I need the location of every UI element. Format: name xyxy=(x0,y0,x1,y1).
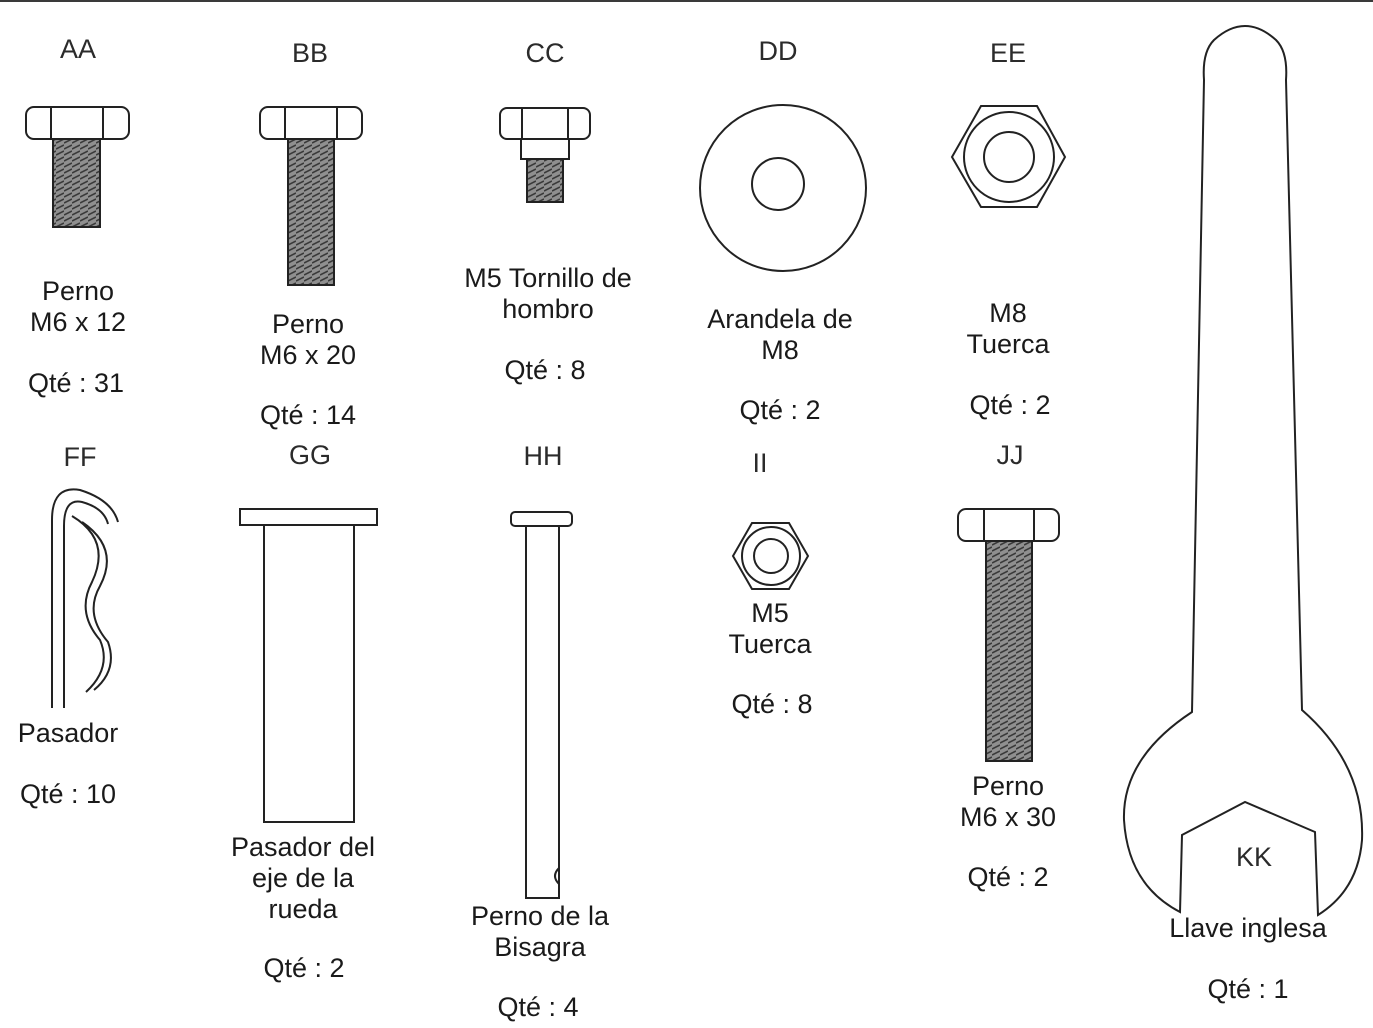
part-name-line: M6 x 20 xyxy=(259,340,357,370)
part-name-line: M8 xyxy=(989,298,1027,328)
hex-bolt-short-icon xyxy=(26,107,129,227)
part-name-line: Tuerca xyxy=(966,329,1050,359)
hex-bolt-long-icon xyxy=(958,509,1059,761)
part-name-kk: Llave inglesa xyxy=(1158,913,1338,944)
part-qty-hh: Qté : 4 xyxy=(497,992,579,1022)
hex-nut-m5-icon xyxy=(733,523,808,589)
part-name-line: Pasador del xyxy=(230,832,376,862)
hairpin-cotter-pin-icon xyxy=(52,489,118,708)
part-name-gg: Pasador del eje de la rueda xyxy=(223,832,383,925)
part-name-line: Llave inglesa xyxy=(1169,913,1327,943)
part-qty-aa: Qté : 31 xyxy=(27,368,125,398)
part-name-jj: Perno M6 x 30 xyxy=(938,771,1078,833)
open-end-wrench-icon xyxy=(1124,26,1362,915)
part-qty-gg: Qté : 2 xyxy=(263,953,345,983)
top-divider xyxy=(0,0,1373,2)
part-name-line: eje de la xyxy=(251,863,355,893)
part-qty-bb: Qté : 14 xyxy=(259,400,357,430)
part-name-line: M6 x 12 xyxy=(29,307,127,337)
part-name-hh: Perno de la Bisagra xyxy=(455,901,625,963)
part-code-kk: KK xyxy=(1235,842,1273,872)
shoulder-screw-icon xyxy=(500,108,590,202)
axle-pin-icon xyxy=(240,509,377,822)
part-name-line: M6 x 30 xyxy=(959,802,1057,832)
part-name-line: M5 Tornillo de xyxy=(464,263,632,293)
part-name-line: Perno xyxy=(271,309,345,339)
part-name-line: Bisagra xyxy=(494,932,586,962)
part-code-ii: II xyxy=(752,448,768,478)
part-name-line: hombro xyxy=(502,294,594,324)
part-code-jj: JJ xyxy=(996,440,1024,470)
part-code-cc: CC xyxy=(525,38,565,68)
part-name-dd: Arandela de M8 xyxy=(690,304,870,366)
part-code-aa: AA xyxy=(59,34,97,64)
part-qty-ff: Qté : 10 xyxy=(19,779,117,809)
part-name-line: Perno de la xyxy=(470,901,610,931)
part-qty-cc: Qté : 8 xyxy=(504,355,586,385)
washer-icon xyxy=(700,105,866,271)
part-qty-ii: Qté : 8 xyxy=(731,689,813,719)
part-name-line: M5 xyxy=(751,598,789,628)
part-name-ii: M5 Tuerca xyxy=(700,598,840,660)
hex-bolt-medium-icon xyxy=(260,107,362,285)
part-name-line: Tuerca xyxy=(728,629,812,659)
part-qty-kk: Qté : 1 xyxy=(1207,974,1289,1004)
part-name-line: M8 xyxy=(761,335,799,365)
part-name-ee: M8 Tuerca xyxy=(938,298,1078,360)
part-qty-dd: Qté : 2 xyxy=(739,395,821,425)
part-name-ff: Pasador xyxy=(0,718,136,749)
part-code-ee: EE xyxy=(989,38,1027,68)
part-qty-jj: Qté : 2 xyxy=(967,862,1049,892)
part-code-gg: GG xyxy=(288,440,331,470)
part-code-bb: BB xyxy=(291,38,329,68)
hinge-pin-icon xyxy=(511,512,572,898)
part-name-line: Pasador xyxy=(17,718,119,748)
part-qty-ee: Qté : 2 xyxy=(969,390,1051,420)
part-name-aa: Perno M6 x 12 xyxy=(8,276,148,338)
part-name-line: Perno xyxy=(971,771,1045,801)
part-name-bb: Perno M6 x 20 xyxy=(238,309,378,371)
part-name-cc: M5 Tornillo de hombro xyxy=(448,263,648,325)
part-code-dd: DD xyxy=(758,36,798,66)
part-name-line: Arandela de xyxy=(707,304,853,334)
part-name-line: rueda xyxy=(268,894,338,924)
part-code-ff: FF xyxy=(63,442,97,472)
part-code-hh: HH xyxy=(523,441,563,471)
part-name-line: Perno xyxy=(41,276,115,306)
hex-nut-m8-icon xyxy=(952,106,1065,207)
